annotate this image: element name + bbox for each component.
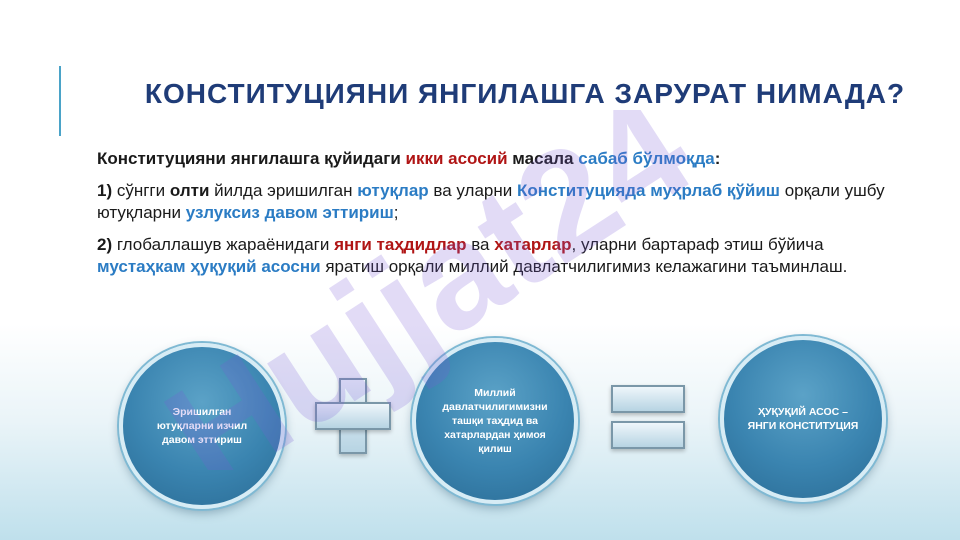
circle-result: ҲУҚУҚИЙ АСОС – ЯНГИ КОНСТИТУЦИЯ — [720, 336, 886, 502]
point-2-text: , уларни бартараф этиш бўйича — [571, 235, 824, 254]
circle-protection-label: Миллий давлатчилигимизни ташқи таҳдид ва… — [442, 387, 548, 455]
point-1-text: ва уларни — [428, 181, 517, 200]
intro-highlight-blue: сабаб бўлмоқда — [578, 149, 715, 168]
point-1-highlight: узлуксиз давом эттириш — [185, 203, 394, 222]
circle-result-label: ҲУҚУҚИЙ АСОС – ЯНГИ КОНСТИТУЦИЯ — [747, 406, 859, 432]
intro-text: масала — [507, 149, 579, 168]
circle-achievements: Эришилган ютуқларни изчил давом эттириш — [119, 343, 285, 509]
point-2-highlight-red: янги таҳдидлар — [334, 235, 467, 254]
equals-sign-bottom — [611, 421, 685, 449]
intro-paragraph: Конституцияни янгилашга қуйидаги икки ас… — [97, 148, 897, 170]
point-2-number: 2) — [97, 235, 113, 254]
point-2-text: яратиш орқали миллий давлатчилигимиз кел… — [320, 257, 848, 276]
circle-achievements-label: Эришилган ютуқларни изчил давом эттириш — [156, 406, 248, 446]
body-text: Конституцияни янгилашга қуйидаги икки ас… — [97, 148, 897, 288]
point-1-highlight: Конституцияда муҳрлаб қўйиш — [516, 181, 780, 200]
point-1-highlight: ютуқлар — [357, 181, 429, 200]
point-1-text: йилда эришилган — [209, 181, 358, 200]
equals-sign-top — [611, 385, 685, 413]
point-1-paragraph: 1) сўнгги олти йилда эришилган ютуқлар в… — [97, 180, 897, 224]
intro-text: Конституцияни янгилашга қуйидаги — [97, 149, 406, 168]
point-2-paragraph: 2) глобаллашув жараёнидаги янги таҳдидла… — [97, 234, 897, 278]
point-1-text: сўнгги — [112, 181, 170, 200]
slide-title: КОНСТИТУЦИЯНИ ЯНГИЛАШГА ЗАРУРАТ НИМАДА? — [144, 78, 906, 109]
intro-colon: : — [714, 149, 721, 168]
point-2-highlight-red: хатарлар — [494, 235, 572, 254]
point-1-number: 1) — [97, 181, 113, 200]
point-1-bold: олти — [169, 181, 210, 200]
point-2-text: ва — [466, 235, 495, 254]
point-2-text: глобаллашув жараёнидаги — [112, 235, 335, 254]
intro-highlight-red: икки асосий — [405, 149, 508, 168]
point-2-highlight-blue: мустаҳкам ҳуқуқий асосни — [97, 257, 321, 276]
plus-sign-horizontal — [315, 402, 391, 430]
point-1-text: ; — [393, 203, 399, 222]
accent-line — [59, 66, 61, 136]
circle-protection: Миллий давлатчилигимизни ташқи таҳдид ва… — [412, 338, 578, 504]
point-1-text: орқали ушбу ютуқларни — [97, 181, 885, 222]
